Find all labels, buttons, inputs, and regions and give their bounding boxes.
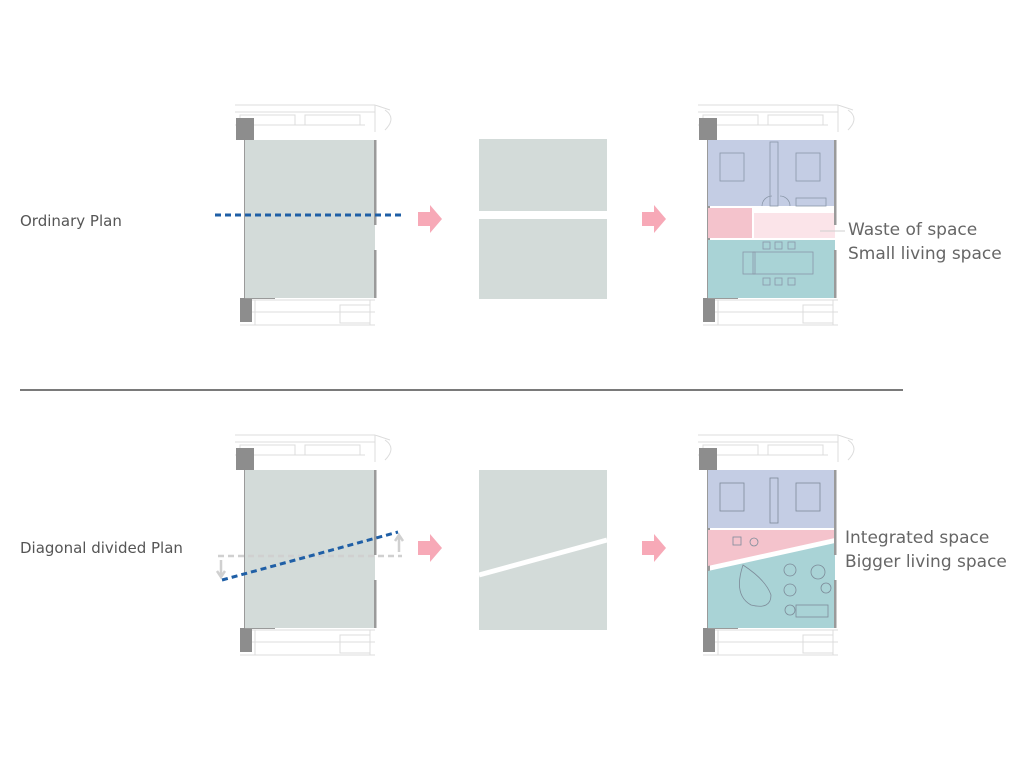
diagonal-cut-line bbox=[221, 530, 399, 582]
living-zone bbox=[708, 240, 835, 298]
diagonal-plan-original bbox=[234, 434, 392, 656]
arrow-icon bbox=[418, 534, 442, 562]
arrow-icon bbox=[418, 205, 442, 233]
row-label-diagonal: Diagonal divided Plan bbox=[20, 539, 183, 557]
bathroom-zone bbox=[708, 530, 835, 566]
diagonal-plan-result bbox=[697, 434, 855, 656]
arrow-icon bbox=[642, 534, 666, 562]
note-diagonal-2: Bigger living space bbox=[845, 552, 1007, 572]
ordinary-plan-result bbox=[697, 104, 855, 326]
note-ordinary-2: Small living space bbox=[848, 244, 1002, 264]
bedroom-zone bbox=[708, 470, 835, 528]
arrow-icon bbox=[642, 205, 666, 233]
row-label-ordinary: Ordinary Plan bbox=[20, 212, 122, 230]
diagonal-plan-split bbox=[478, 470, 608, 630]
living-zone bbox=[708, 543, 835, 628]
note-ordinary-1: Waste of space bbox=[848, 220, 978, 240]
bedroom-zone bbox=[708, 140, 835, 206]
ordinary-plan-split bbox=[479, 139, 607, 299]
ordinary-plan-original bbox=[234, 104, 392, 326]
bathroom-zone bbox=[708, 208, 752, 238]
note-diagonal-1: Integrated space bbox=[845, 528, 990, 548]
wasted-zone bbox=[754, 213, 835, 238]
